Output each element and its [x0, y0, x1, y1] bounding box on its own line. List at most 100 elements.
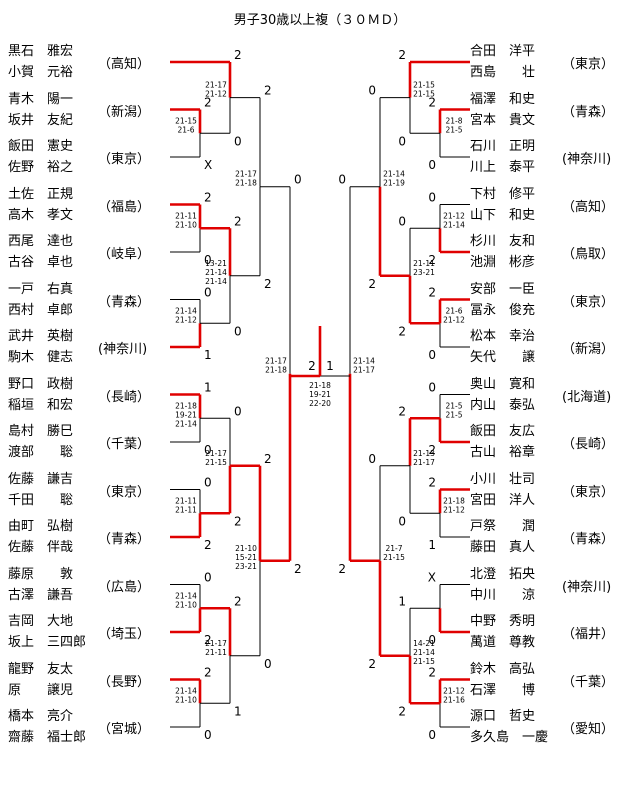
player-name: 佐藤 伴哉: [8, 540, 74, 555]
player-name: 藤原 敦: [8, 566, 74, 582]
right-set-score: 21-12: [443, 315, 465, 324]
left-set-score: 21-10: [175, 695, 197, 704]
left-score: 2: [234, 594, 242, 608]
player-name: 齋藤 福士郎: [8, 730, 87, 745]
player-pair: 武井 英樹駒木 健志: [8, 326, 73, 368]
left-set-score: 21-14: [175, 306, 197, 315]
left-score: 0: [264, 657, 272, 671]
player-name: 古澤 謙吾: [8, 587, 74, 603]
prefecture-label: (神奈川): [562, 579, 612, 595]
right-set-score: 14-21: [413, 639, 435, 648]
final-score-left: 2: [308, 359, 316, 373]
player-name: 福澤 和史: [470, 91, 536, 107]
left-set-score: 21-14: [205, 268, 227, 277]
right-set-score: 21-14: [443, 220, 465, 229]
right-score: 2: [428, 443, 436, 457]
player-name: 坂井 友紀: [8, 112, 74, 128]
right-score: 2: [428, 96, 436, 110]
player-pair: 合田 洋平西島 壮: [470, 41, 535, 83]
prefecture-label: (北海道): [562, 389, 612, 405]
player-pair: 松本 幸治矢代 譲: [470, 326, 535, 368]
left-score: 0: [294, 173, 302, 187]
left-set-score: 21-18: [175, 401, 197, 410]
left-score: 1: [234, 704, 242, 718]
left-score: X: [204, 158, 212, 172]
left-set-score: 23-21: [235, 562, 257, 571]
player-name: 冨永 俊充: [470, 302, 536, 318]
player-name: 西村 卓郎: [8, 302, 74, 318]
right-score: 0: [398, 514, 406, 528]
player-pair: 奥山 寛和内山 泰弘: [470, 374, 535, 416]
right-score: 0: [428, 191, 436, 205]
left-set-score: 21-10: [175, 600, 197, 609]
right-score: 2: [398, 404, 406, 418]
left-score: 2: [234, 214, 242, 228]
final-score-right: 1: [326, 359, 334, 373]
player-name: 土佐 正規: [8, 186, 74, 202]
player-name: 西尾 達也: [8, 234, 74, 249]
left-score: 2: [264, 84, 272, 98]
right-set-score: 21-12: [443, 686, 465, 695]
right-score: X: [428, 571, 436, 585]
prefecture-label: （青森）: [562, 104, 615, 120]
right-set-score: 21-19: [383, 179, 405, 188]
player-name: 橋本 亮介: [8, 709, 74, 724]
right-score: 2: [398, 324, 406, 338]
prefecture-label: （千葉）: [98, 437, 151, 452]
player-name: 萬道 尊教: [470, 635, 536, 650]
player-name: 北澄 拓央: [470, 566, 536, 582]
player-name: 宮田 洋人: [470, 492, 536, 508]
player-name: 青木 陽一: [8, 91, 74, 107]
right-set-score: 21-14: [353, 357, 375, 366]
right-score: 0: [428, 633, 436, 647]
left-set-score: 21-14: [175, 686, 197, 695]
player-name: 多久島 一慶: [470, 730, 549, 745]
prefecture-label: （岐阜）: [98, 247, 151, 262]
player-name: 鈴木 高弘: [470, 661, 536, 677]
player-pair: 杉川 友和池淵 彬彦: [470, 231, 535, 273]
left-score: 2: [204, 538, 212, 552]
player-name: 駒木 健志: [8, 350, 74, 365]
prefecture-label: （青森）: [98, 294, 151, 310]
left-score: 2: [204, 96, 212, 110]
player-name: 佐藤 謙吉: [8, 471, 74, 487]
right-score: 2: [428, 286, 436, 300]
right-set-score: 21-17: [353, 366, 375, 375]
left-set-score: 21-18: [265, 366, 287, 375]
prefecture-label: （新潟）: [562, 342, 615, 357]
left-set-score: 19-21: [175, 410, 197, 419]
left-set-score: 21-11: [205, 648, 227, 657]
left-set-score: 21-14: [205, 277, 227, 286]
right-set-score: 21-17: [413, 458, 435, 467]
right-score: 1: [398, 594, 406, 608]
player-pair: 由町 弘樹佐藤 伴哉: [8, 516, 73, 558]
left-set-score: 21-12: [205, 90, 227, 99]
page-title: 男子30歳以上複（３０ＭＤ）: [233, 13, 407, 28]
right-set-score: 21-15: [413, 81, 435, 90]
prefecture-label: （東京）: [562, 294, 615, 310]
right-score: 0: [368, 84, 376, 98]
prefecture-label: (神奈川): [98, 342, 148, 357]
player-name: 龍野 友太: [8, 661, 74, 677]
right-set-score: 21-5: [445, 125, 462, 134]
left-set-score: 21-11: [175, 211, 197, 220]
right-set-score: 21-13: [413, 449, 435, 458]
player-pair: 北澄 拓央中川 涼: [470, 564, 535, 606]
left-score: 0: [204, 286, 212, 300]
player-pair: 吉岡 大地坂上 三四郎: [8, 611, 86, 653]
player-name: 吉岡 大地: [8, 614, 74, 629]
right-score: 1: [428, 538, 436, 552]
player-name: 渡部 聡: [8, 445, 74, 460]
player-name: 飯田 友広: [470, 424, 536, 439]
player-pair: 源口 哲史多久島 一慶: [470, 706, 548, 748]
left-score: 2: [234, 48, 242, 62]
left-score: 0: [204, 728, 212, 742]
left-score: 0: [204, 443, 212, 457]
left-score: 2: [264, 452, 272, 466]
player-pair: 石川 正明川上 泰平: [470, 136, 535, 178]
player-name: 松本 幸治: [470, 329, 536, 344]
right-score: 0: [368, 452, 376, 466]
player-pair: 一戸 右真西村 卓郎: [8, 279, 73, 321]
right-set-score: 21-8: [445, 116, 462, 125]
